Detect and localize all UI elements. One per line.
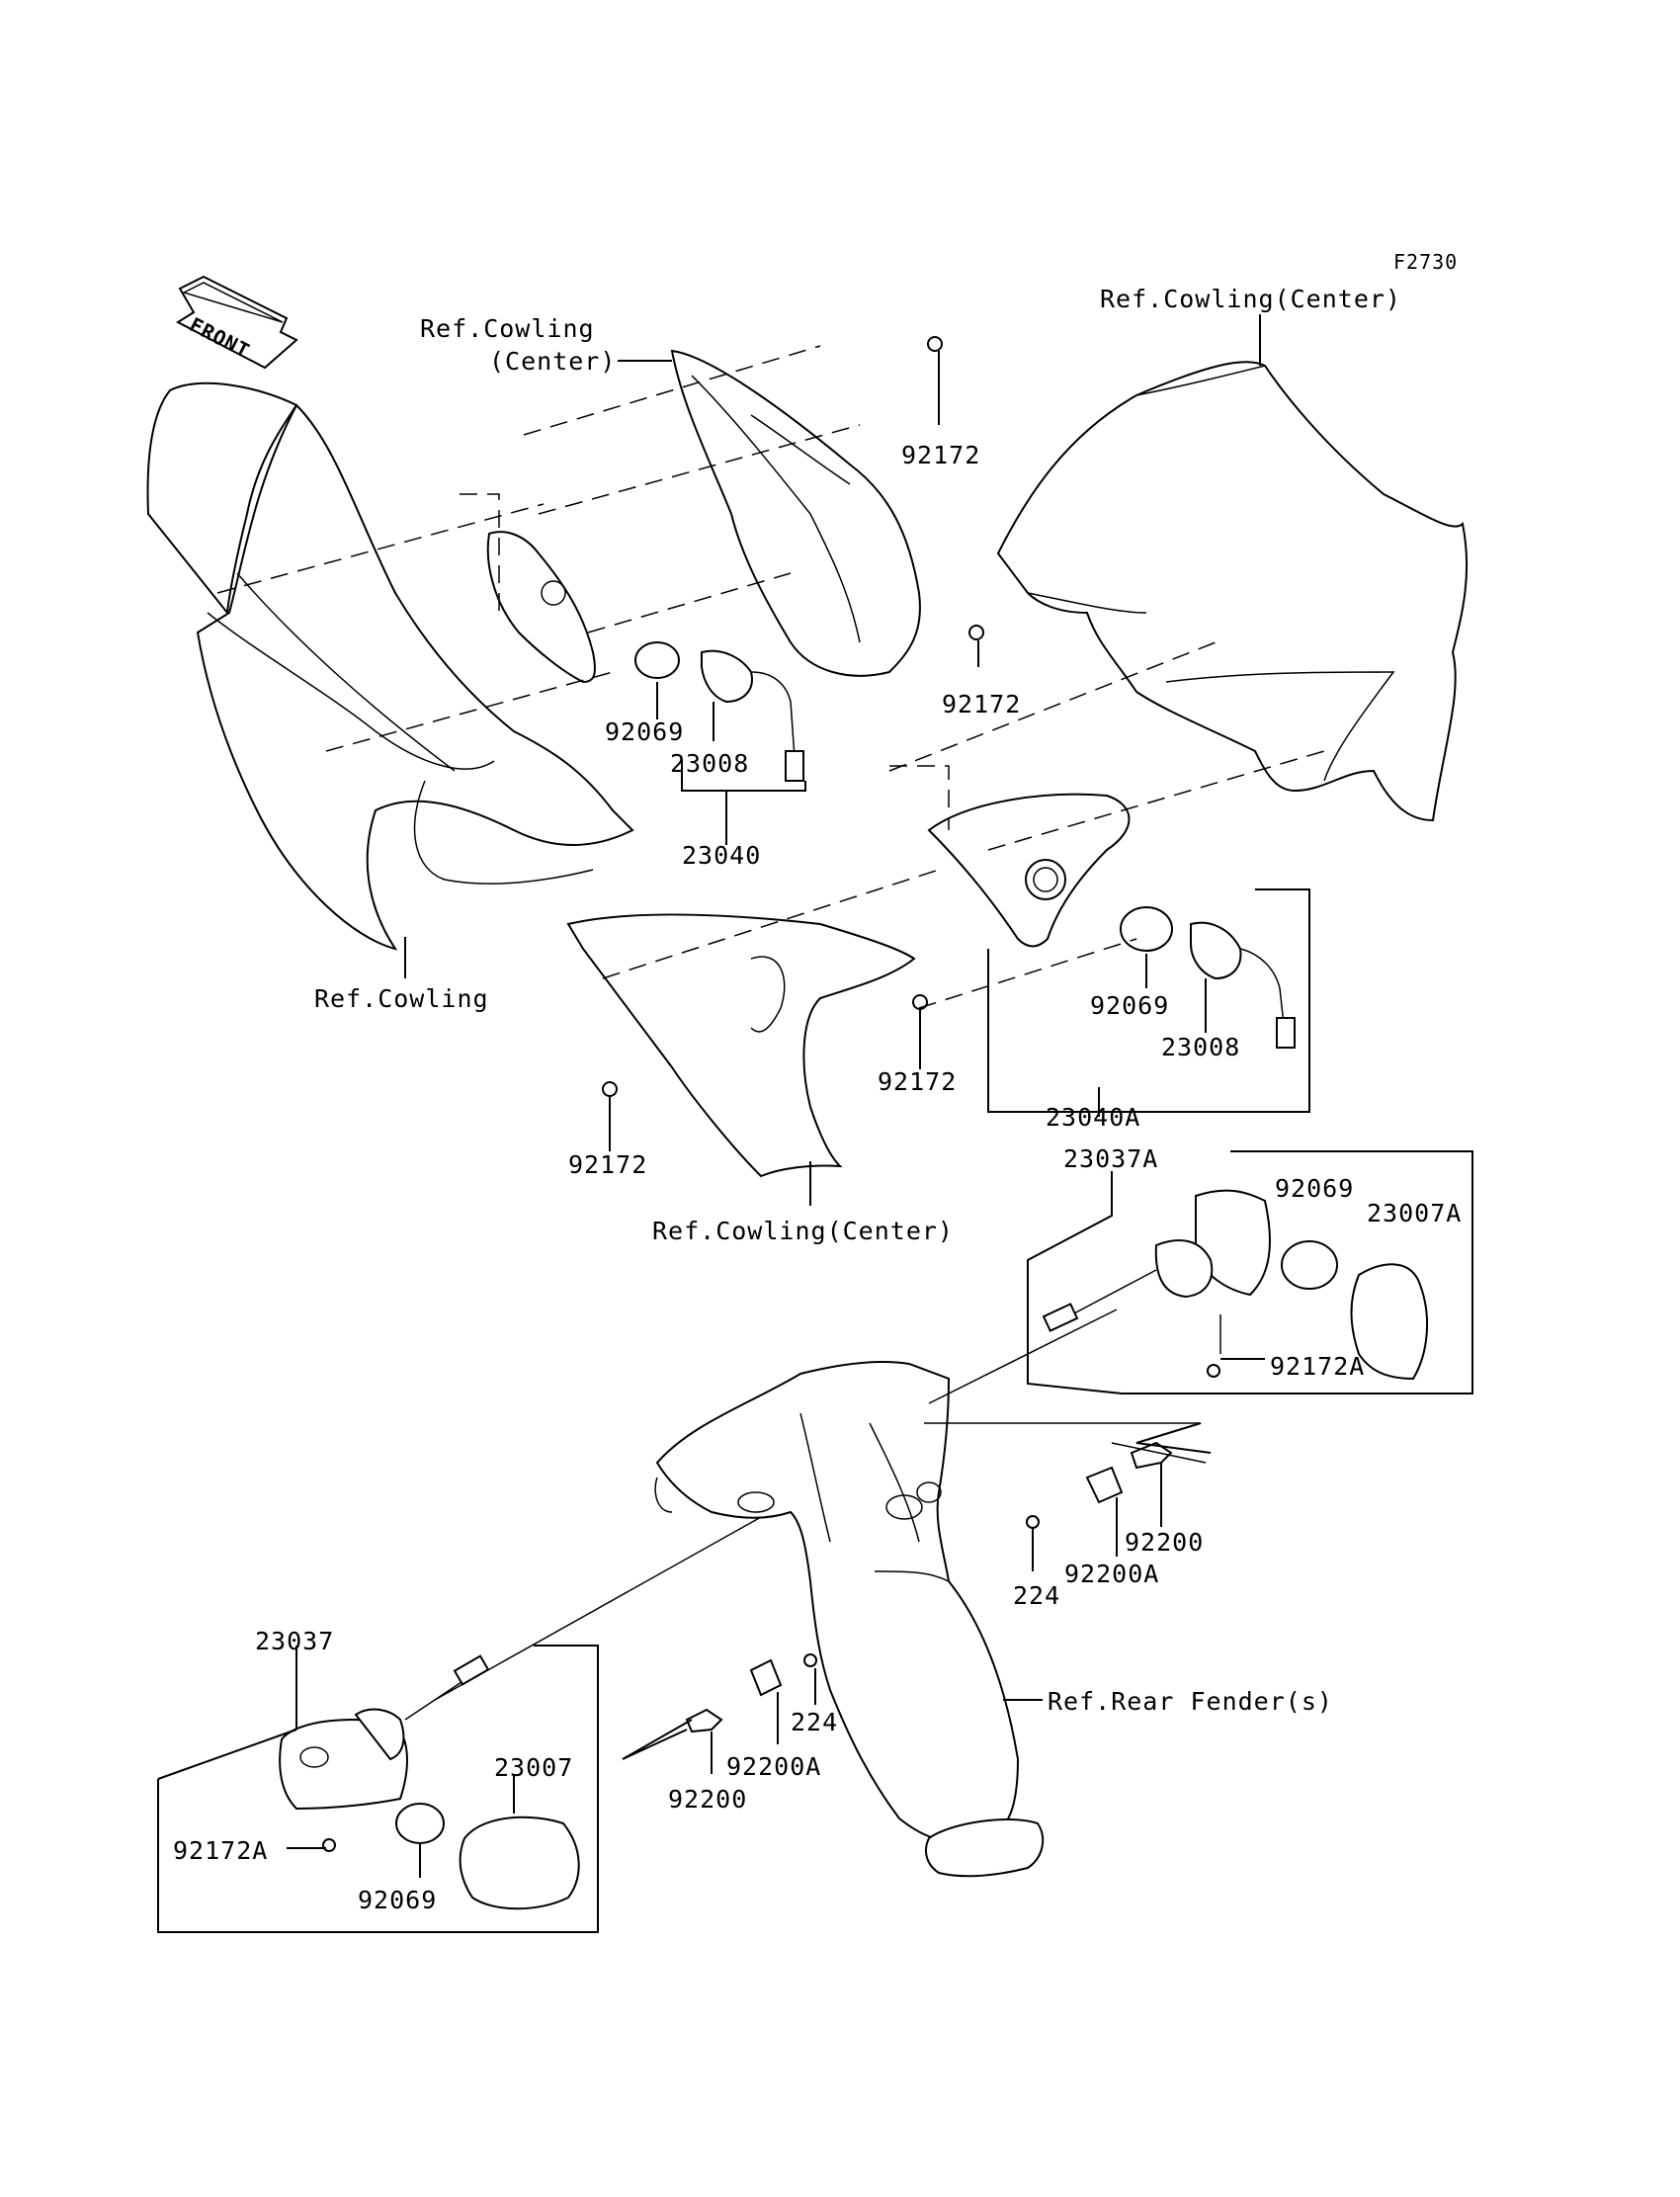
rear-fender-part (654, 1361, 1045, 1878)
part-label-92172A: 92172A (173, 1836, 269, 1865)
center-cowling-lower-part (566, 913, 916, 1178)
ref-cowling-center-bottom-label: Ref.Cowling(Center) (652, 1217, 954, 1245)
part-label-92200A: 92200A (1064, 1560, 1160, 1588)
part-label-92200: 92200 (1125, 1528, 1205, 1557)
ref-cowling-center-label: Ref.Cowling (420, 314, 595, 343)
part-label-92069: 92069 (605, 718, 685, 746)
front-arrow-icon (175, 275, 298, 370)
signal-assembly-23040A-part (927, 793, 1296, 1049)
ref-cowling-center-right-label: Ref.Cowling(Center) (1100, 285, 1401, 313)
turn-signal-23037-part (279, 1654, 580, 1910)
leader-lines (157, 314, 1473, 1933)
part-label-23040: 23040 (682, 841, 762, 870)
turn-signal-23037A-part (1042, 1189, 1428, 1381)
center-cowling-right-part (996, 361, 1469, 822)
figure-code: F2730 (1393, 250, 1459, 274)
part-label-92069: 92069 (1090, 991, 1170, 1020)
part-label-92172: 92172 (942, 690, 1022, 718)
part-label-92200A: 92200A (726, 1752, 822, 1781)
part-label-92172: 92172 (901, 441, 981, 469)
ref-rear-fender-label: Ref.Rear Fender(s) (1048, 1687, 1333, 1716)
part-label-92069: 92069 (358, 1886, 438, 1914)
left-cowling-part (146, 381, 634, 951)
part-label-92200: 92200 (668, 1785, 748, 1814)
signal-assembly-23040-part (486, 531, 804, 782)
part-label-23037A: 23037A (1063, 1144, 1159, 1173)
part-label-23008: 23008 (1161, 1033, 1241, 1061)
part-label-23037: 23037 (255, 1627, 335, 1655)
part-label-92172: 92172 (568, 1150, 648, 1179)
part-label-23008: 23008 (670, 749, 750, 778)
part-label-92172A: 92172A (1270, 1352, 1366, 1381)
center-cowling-top-part (670, 349, 921, 677)
ref-cowling-label: Ref.Cowling (314, 984, 489, 1013)
part-label-23007A: 23007A (1367, 1199, 1463, 1227)
part-label-92069: 92069 (1275, 1174, 1355, 1203)
part-label-224: 224 (791, 1708, 839, 1736)
part-label-92172: 92172 (878, 1067, 958, 1096)
ref-cowling-center-sub-label: (Center) (489, 347, 617, 376)
part-label-23007: 23007 (494, 1753, 574, 1782)
screw-92172-icons (322, 336, 1220, 1852)
part-label-23040A: 23040A (1046, 1103, 1141, 1132)
part-label-224: 224 (1013, 1581, 1061, 1610)
